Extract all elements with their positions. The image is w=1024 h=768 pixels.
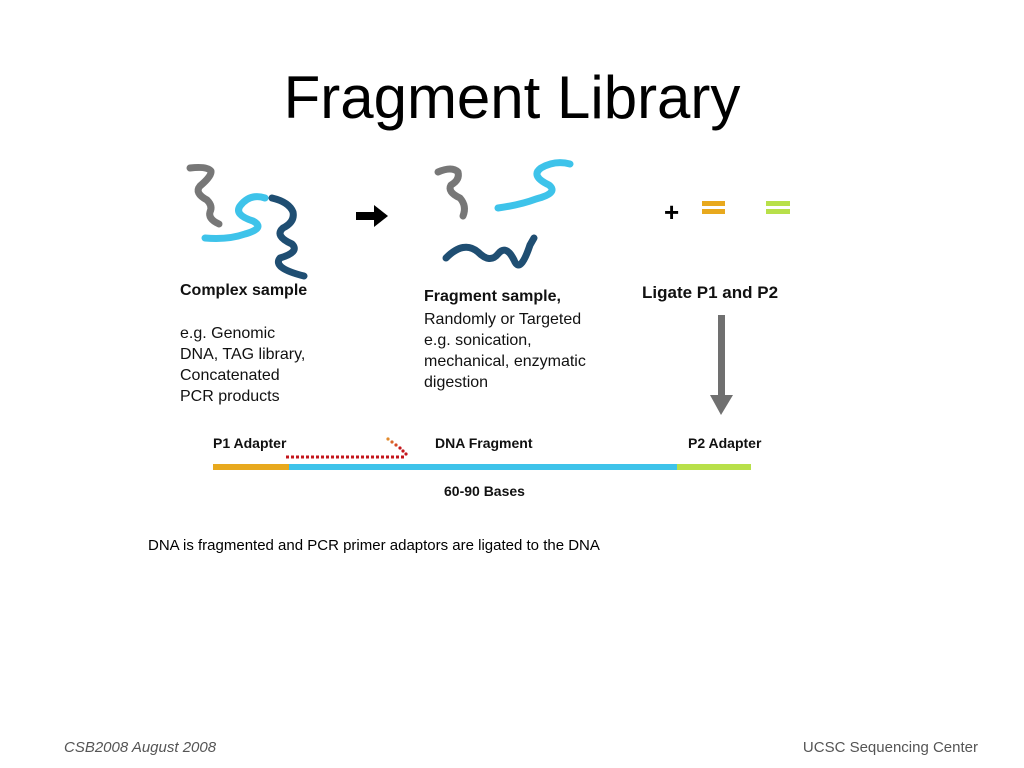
footer-event-date: CSB2008 August 2008 — [64, 739, 217, 756]
fragment-line: e.g. sonication, — [424, 332, 532, 349]
complex-line: e.g. Genomic — [180, 325, 276, 342]
light-blue-fragment — [494, 159, 574, 212]
p1-adapter-label: P1 Adapter — [213, 435, 287, 451]
fragment-line: Randomly or Targeted — [424, 311, 582, 328]
fragment-sample-heading: Fragment sample, — [424, 288, 561, 305]
bases-length-label: 60-90 Bases — [444, 483, 525, 499]
fragment-line: digestion — [424, 374, 489, 391]
ligate-heading: Ligate P1 and P2 — [642, 283, 779, 302]
slide-title: Fragment Library — [283, 64, 741, 131]
p2-adapter-label: P2 Adapter — [688, 435, 762, 451]
dark-blue-fragment — [442, 234, 538, 269]
p1-adapter-segment — [213, 464, 289, 470]
fragment-line: mechanical, enzymatic — [424, 353, 586, 370]
complex-sample-strands — [186, 163, 308, 280]
library-construct — [213, 437, 751, 470]
primer-arrow-head — [386, 437, 408, 456]
p2-adapter-pair — [766, 201, 790, 214]
fragment-sample-strands — [434, 159, 574, 269]
footer-organization: UCSC Sequencing Center — [802, 739, 978, 756]
complex-line: Concatenated — [180, 367, 280, 384]
dna-fragment-segment — [289, 464, 677, 470]
process-arrow — [356, 205, 388, 227]
gray-fragment — [434, 165, 468, 220]
gray-strand — [186, 163, 223, 228]
p1-adapter-pair — [702, 201, 725, 214]
ligate-arrow — [710, 315, 733, 415]
light-blue-strand — [201, 193, 269, 242]
p2-adapter-segment — [677, 464, 751, 470]
complex-line: DNA, TAG library, — [180, 346, 306, 363]
dna-fragment-label: DNA Fragment — [435, 435, 533, 451]
dark-blue-strand — [268, 194, 308, 280]
fragment-sample-description: Randomly or Targeted e.g. sonication, me… — [424, 309, 624, 393]
complex-sample-description: e.g. Genomic DNA, TAG library, Concatena… — [180, 323, 350, 407]
complex-sample-heading: Complex sample — [180, 282, 308, 299]
slide-caption: DNA is fragmented and PCR primer adaptor… — [148, 537, 600, 554]
complex-line: PCR products — [180, 388, 280, 405]
plus-sign: + — [664, 197, 679, 227]
